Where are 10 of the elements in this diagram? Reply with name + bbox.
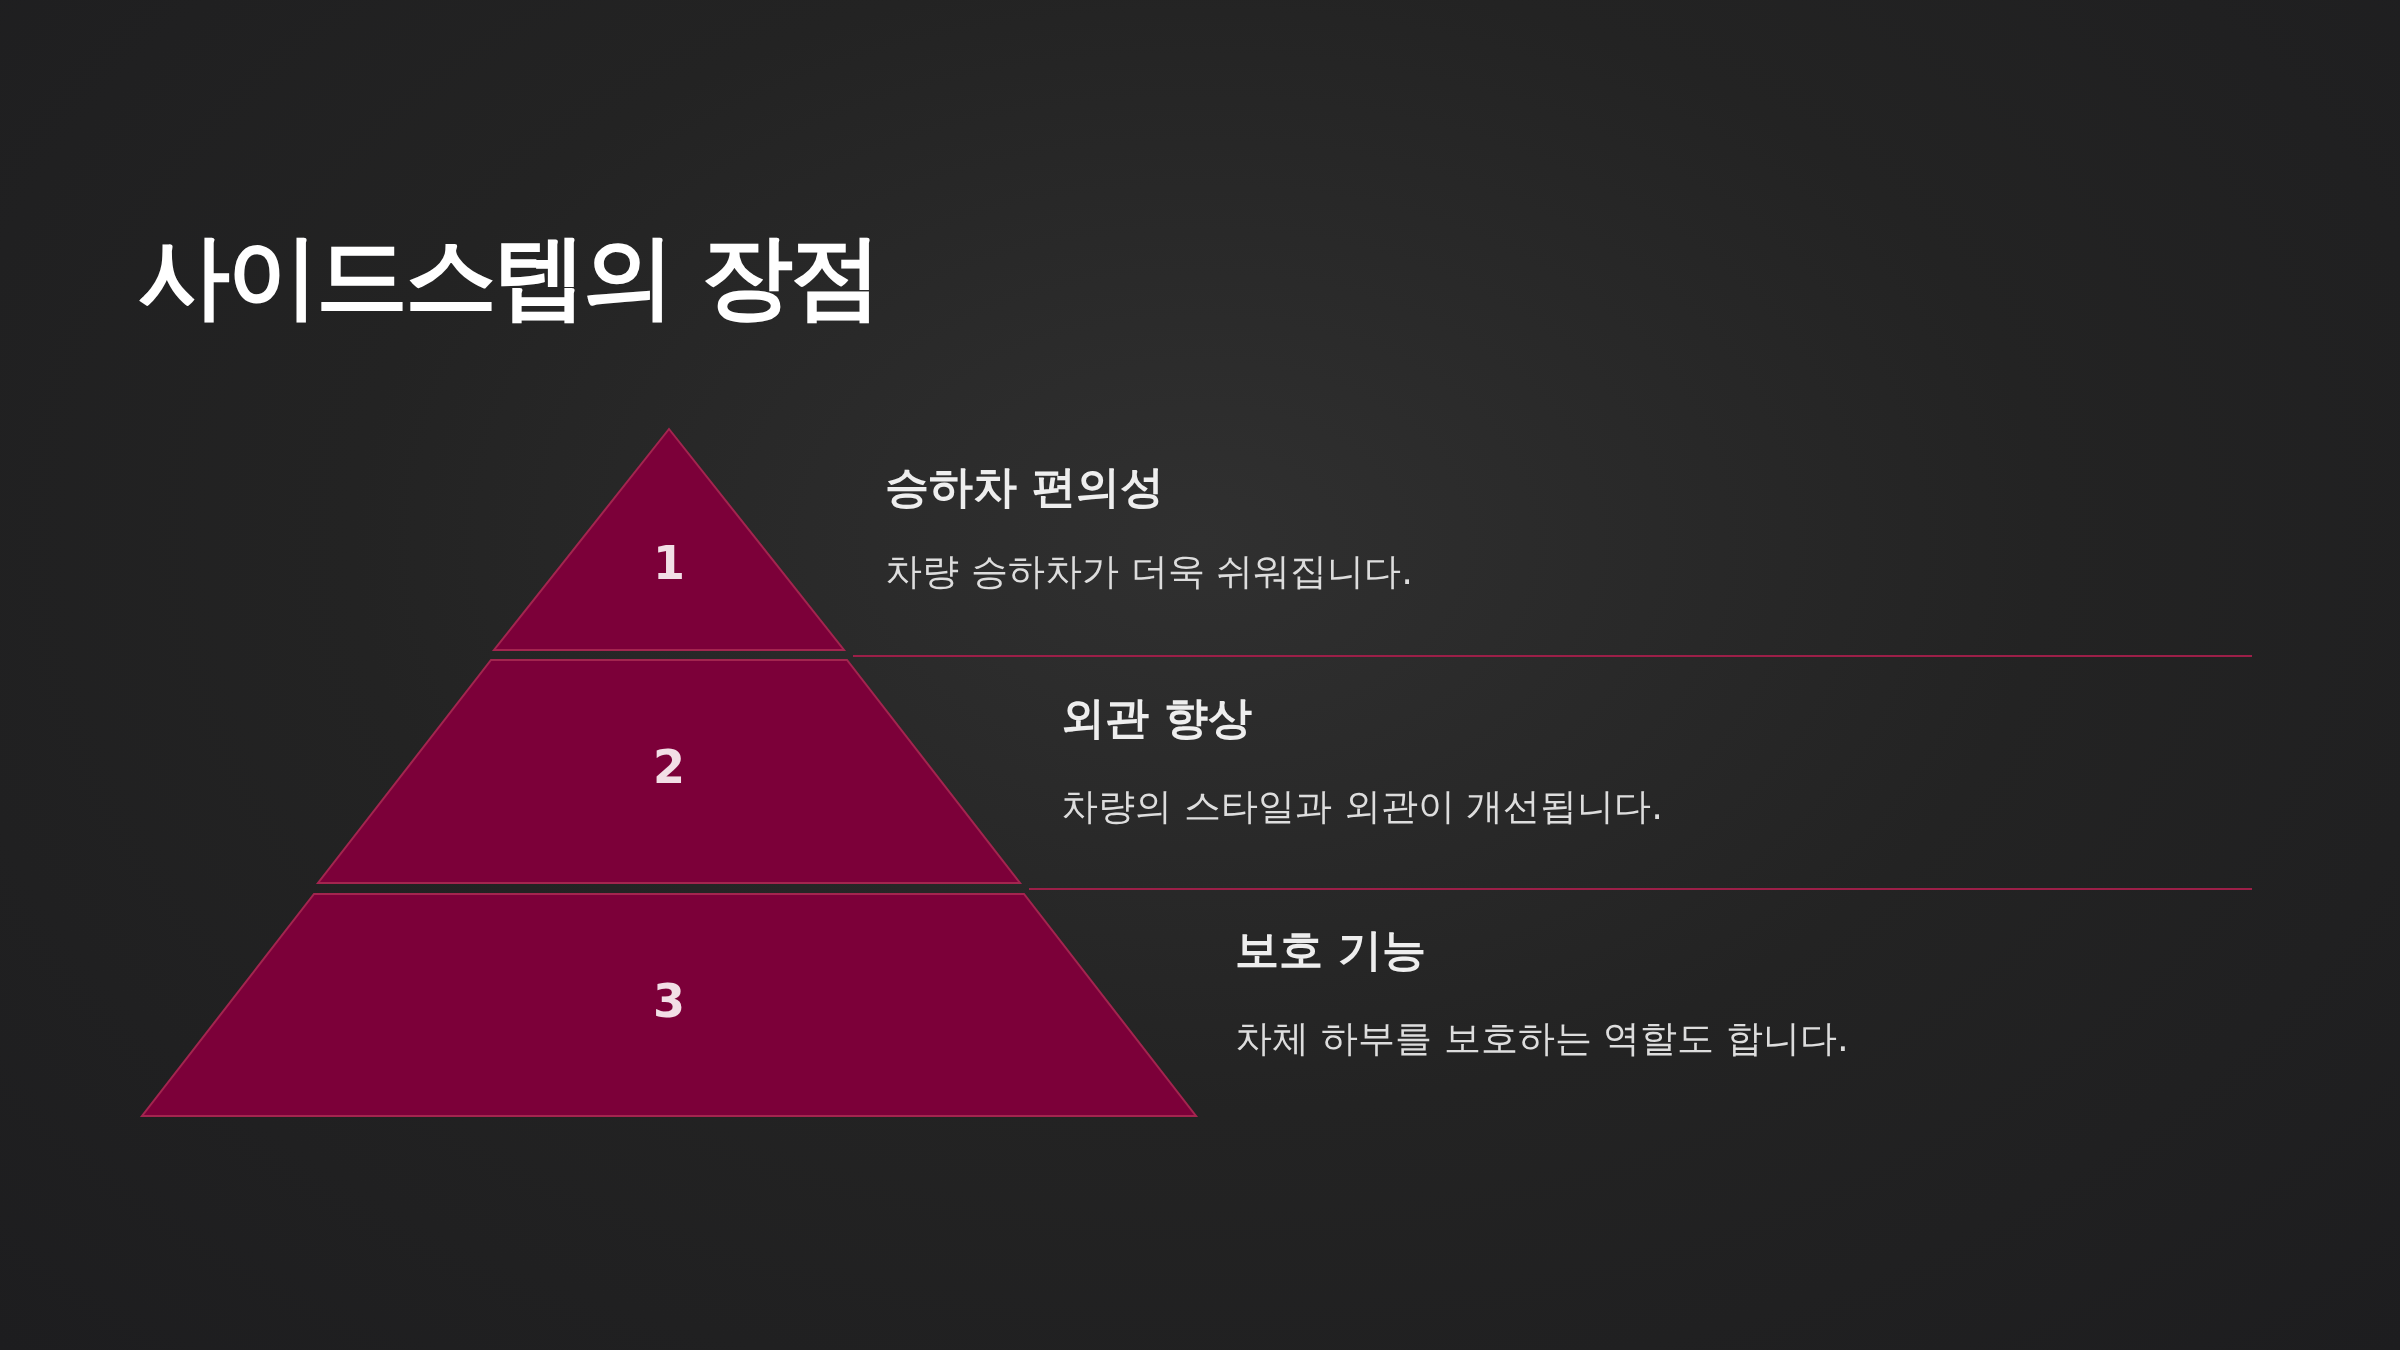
title: 사이드스텝의 장점 — [138, 222, 880, 332]
tier-description: 차량 승하차가 더욱 쉬워집니다. — [885, 549, 1414, 595]
tier-heading: 외관 향상 — [1061, 690, 1253, 745]
tier-description: 차체 하부를 보호하는 역할도 합니다. — [1235, 1016, 1849, 1062]
tier-number: 2 — [652, 740, 686, 794]
tier-heading: 보호 기능 — [1235, 922, 1427, 977]
tier-number: 1 — [652, 536, 686, 590]
tier-number: 3 — [652, 974, 686, 1028]
tier-description: 차량의 스타일과 외관이 개선됩니다. — [1061, 784, 1664, 830]
tier-heading: 승하차 편의성 — [885, 459, 1165, 514]
